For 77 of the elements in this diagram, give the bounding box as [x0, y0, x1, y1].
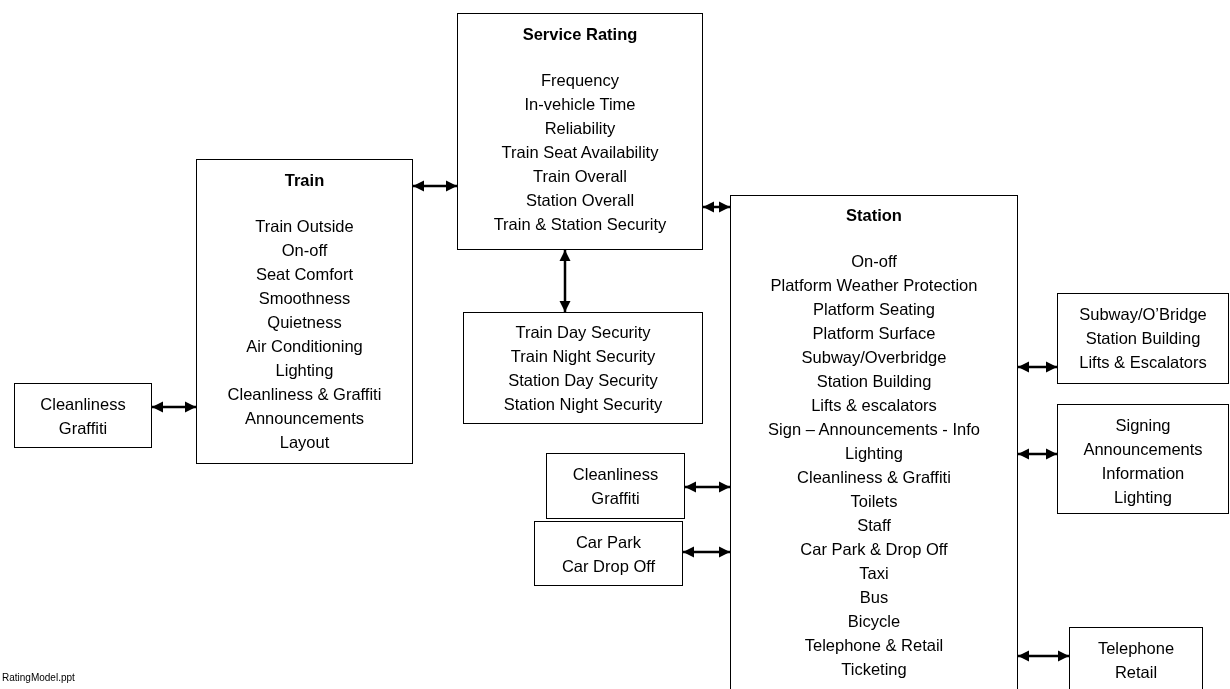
list-item: Station Building [1085, 328, 1201, 349]
double-arrow [152, 401, 196, 413]
list-item: Platform Weather Protection [770, 275, 978, 296]
double-arrow [1018, 650, 1069, 662]
list-item: Train Night Security [510, 346, 656, 367]
list-item: Bicycle [847, 611, 901, 632]
list-item: Platform Surface [812, 323, 936, 344]
list-item: On-off [281, 240, 328, 261]
list-item: Car Park [575, 532, 642, 553]
list-item: Retail [1114, 662, 1158, 683]
list-item: Station Overall [525, 190, 635, 211]
list-item: Lifts & Escalators [1079, 352, 1207, 373]
list-item: Air Conditioning [246, 336, 363, 357]
box-heading: Station [846, 205, 902, 226]
box-heading: Train [284, 170, 325, 191]
list-item: Information [1101, 463, 1185, 484]
category-box [196, 159, 413, 464]
list-item: Car Drop Off [561, 556, 656, 577]
list-item: Reliability [544, 118, 616, 139]
box-heading: Service Rating [522, 24, 638, 45]
list-item: On-off [851, 251, 897, 272]
list-item: Bus [859, 587, 889, 608]
category-box [457, 13, 703, 250]
list-item: Toilets [850, 491, 898, 512]
category-box [463, 312, 703, 424]
list-item: Quietness [267, 312, 342, 333]
category-box [1057, 404, 1229, 514]
list-item: Frequency [541, 70, 619, 91]
list-item: Platform Seating [813, 299, 935, 320]
category-box [730, 195, 1018, 689]
list-item: Train Seat Availability [501, 142, 659, 163]
list-item: Cleanliness [40, 394, 126, 415]
list-item: Train Outside [255, 216, 354, 237]
list-item: Train Overall [533, 166, 627, 187]
list-item: Station Night Security [503, 394, 663, 415]
list-item: Graffiti [58, 418, 108, 439]
list-item: Seat Comfort [255, 264, 354, 285]
list-item: Train Day Security [515, 322, 651, 343]
category-box [1057, 293, 1229, 384]
list-item: Cleanliness [572, 464, 659, 485]
list-item: Subway/Overbridge [801, 347, 947, 368]
list-item: Signing [1115, 415, 1171, 436]
category-box [1069, 627, 1203, 689]
list-item: Telephone [1097, 638, 1175, 659]
double-arrow [559, 250, 571, 312]
list-item: Lighting [845, 443, 903, 464]
list-item: Station Day Security [508, 370, 658, 391]
list-item: Graffiti [591, 488, 640, 509]
file-name-note: RatingModel.ppt [2, 672, 75, 683]
list-item: In-vehicle Time [524, 94, 636, 115]
double-arrow [683, 546, 730, 558]
list-item: Sign – Announcements - Info [768, 419, 980, 440]
list-item: Car Park & Drop Off [800, 539, 948, 560]
list-item: Lighting [275, 360, 334, 381]
list-item: Ticketing [841, 659, 907, 680]
double-arrow [703, 201, 730, 213]
list-item: Staff [857, 515, 891, 536]
category-box [546, 453, 685, 519]
list-item: Announcements [244, 408, 365, 429]
list-item: Station Building [816, 371, 932, 392]
double-arrow [1018, 361, 1057, 373]
list-item: Lifts & escalators [811, 395, 937, 416]
list-item: Lighting [1114, 487, 1172, 508]
category-box [534, 521, 683, 586]
category-box [14, 383, 152, 448]
list-item: Train & Station Security [493, 214, 667, 235]
list-item: Cleanliness & Graffiti [797, 467, 951, 488]
list-item: Taxi [859, 563, 889, 584]
list-item: Layout [279, 432, 330, 453]
double-arrow [685, 481, 730, 493]
list-item: Telephone & Retail [804, 635, 944, 656]
list-item: Announcements [1083, 439, 1203, 460]
list-item: Cleanliness & Graffiti [227, 384, 382, 405]
double-arrow [413, 180, 457, 192]
double-arrow [1018, 448, 1057, 460]
list-item: Subway/O’Bridge [1079, 304, 1207, 325]
list-item: Smoothness [258, 288, 351, 309]
